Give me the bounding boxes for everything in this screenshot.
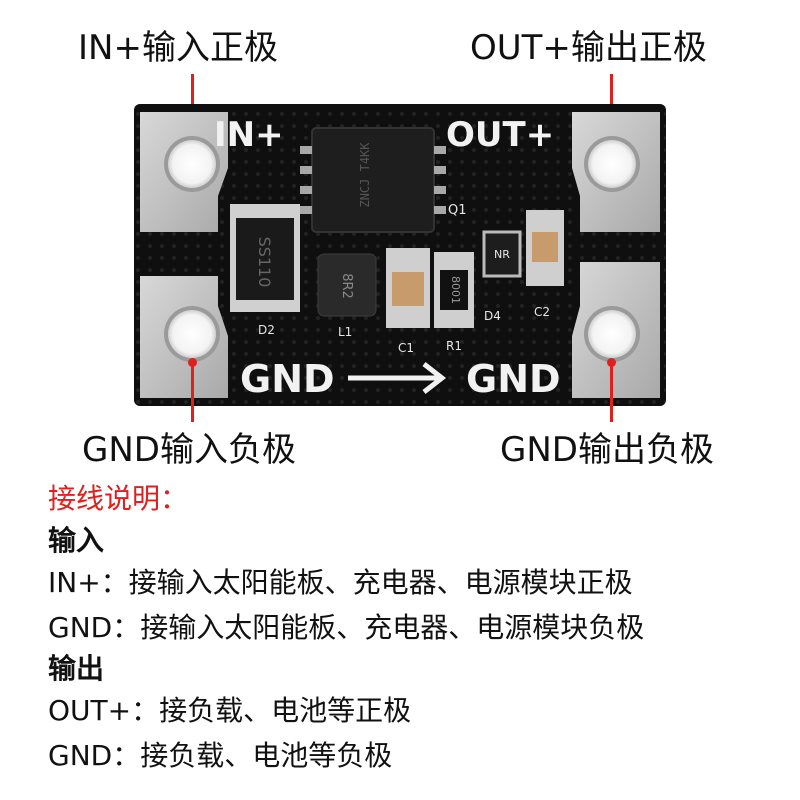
inductor-l1 — [317, 253, 377, 317]
label-l1: L1 — [338, 325, 352, 339]
inductor-marking: 8R2 — [339, 273, 354, 299]
main-ic — [311, 127, 435, 233]
input-line-negative: GND：接输入太阳能板、充电器、电源模块负极 — [48, 611, 645, 644]
leader-gnd-input — [188, 358, 197, 422]
pad-gnd-input — [140, 276, 228, 398]
pad-in-positive — [140, 112, 228, 232]
label-r1: R1 — [446, 339, 462, 353]
silk-in-positive: IN+ — [214, 115, 284, 155]
output-line-negative: GND：接负载、电池等负极 — [48, 739, 393, 772]
label-nr: NR — [494, 248, 510, 261]
pad-gnd-output — [572, 262, 660, 398]
resistor-marking: 8001 — [449, 276, 462, 304]
wiring-instructions: 接线说明： 输入 IN+：接输入太阳能板、充电器、电源模块正极 GND：接输入太… — [48, 482, 644, 778]
callout-gnd-output: GND输出负极 — [500, 430, 714, 470]
label-d2: D2 — [258, 323, 275, 337]
label-c1: C1 — [398, 341, 414, 355]
leader-gnd-output — [607, 358, 616, 422]
silk-gnd-left: GND — [240, 357, 335, 401]
callout-gnd-input: GND输入负极 — [82, 430, 296, 470]
label-d4: D4 — [484, 309, 501, 323]
diode-marking: SS110 — [255, 237, 274, 288]
component-d4 — [482, 230, 522, 278]
label-q1: Q1 — [448, 203, 467, 218]
instructions-heading: 接线说明： — [48, 482, 189, 515]
chip-marking: ZNCJ T4KK — [358, 142, 372, 208]
silk-arrow-icon — [348, 362, 447, 394]
output-line-positive: OUT+：接负载、电池等正极 — [48, 694, 412, 727]
callout-out-positive: OUT+输出正极 — [470, 28, 707, 68]
pcb-board-illustration: ZNCJ T4KK SS110 D2 8R2 L1 C1 8001 R1 NR … — [134, 104, 666, 406]
pad-out-positive — [572, 112, 660, 232]
input-line-positive: IN+：接输入太阳能板、充电器、电源模块正极 — [48, 566, 633, 599]
output-section-title: 输出 — [48, 652, 105, 685]
callout-in-positive: IN+输入正极 — [78, 28, 278, 68]
label-c2: C2 — [534, 305, 550, 319]
input-section-title: 输入 — [48, 524, 105, 557]
silk-gnd-right: GND — [466, 357, 561, 401]
silk-out-positive: OUT+ — [446, 115, 554, 155]
diode-ss110 — [236, 218, 294, 300]
